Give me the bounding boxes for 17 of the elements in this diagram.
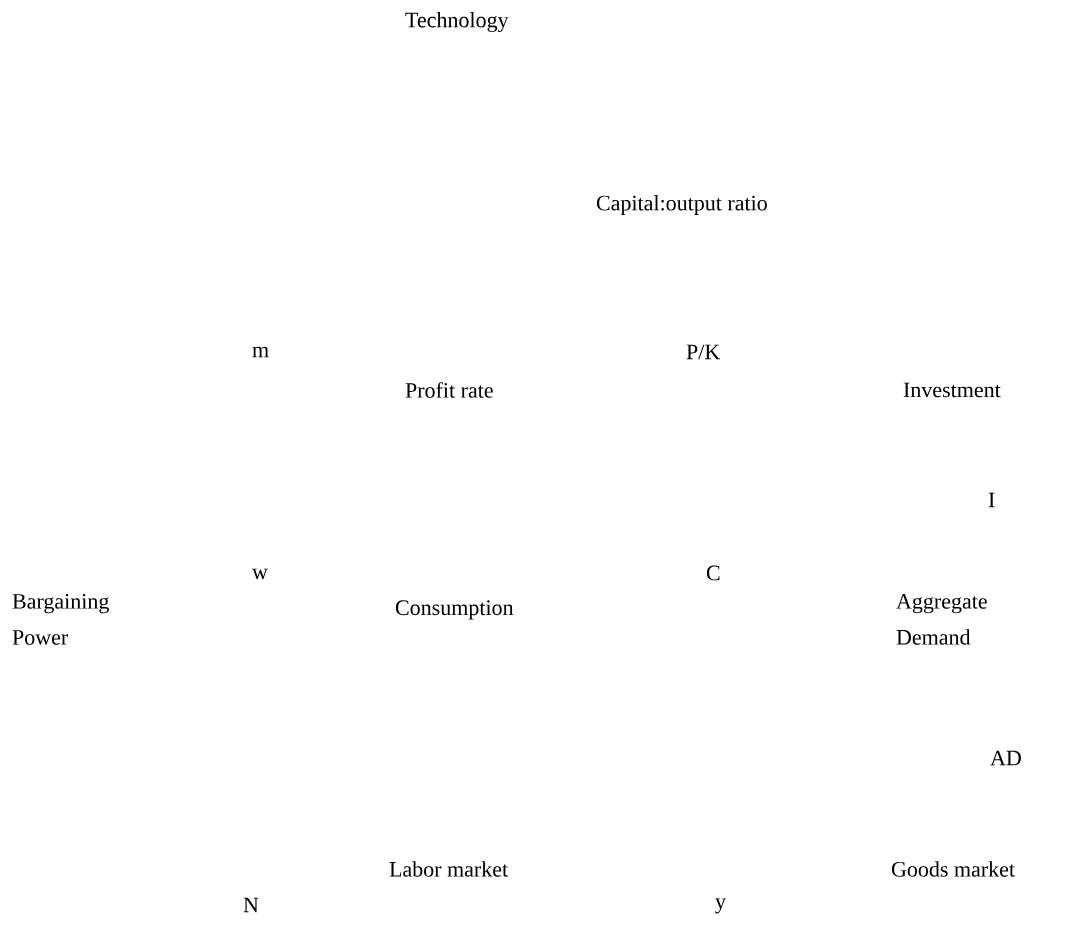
factor-label: Goods market xyxy=(891,861,1015,877)
variable-symbol: m xyxy=(252,346,269,358)
factor-label: Capital:output ratio xyxy=(596,195,767,215)
variable-symbol: AD xyxy=(990,750,1021,766)
factor-label: Aggregate Demand xyxy=(896,594,987,645)
variable-symbol: N xyxy=(243,897,259,913)
factor-label: Labor market xyxy=(389,861,508,877)
factor-label: Consumption xyxy=(395,600,514,620)
variable-symbol: P/K xyxy=(686,344,720,360)
variable-symbol: I xyxy=(988,492,995,508)
variable-symbol: y xyxy=(715,898,726,914)
factor-label: Investment xyxy=(903,382,1001,398)
factor-label: Profit rate xyxy=(405,382,493,398)
factor-label: Technology xyxy=(405,12,509,32)
variable-symbol: C xyxy=(706,565,720,581)
variable-symbol: w xyxy=(252,568,268,580)
factor-label: Bargaining Power xyxy=(12,594,109,645)
